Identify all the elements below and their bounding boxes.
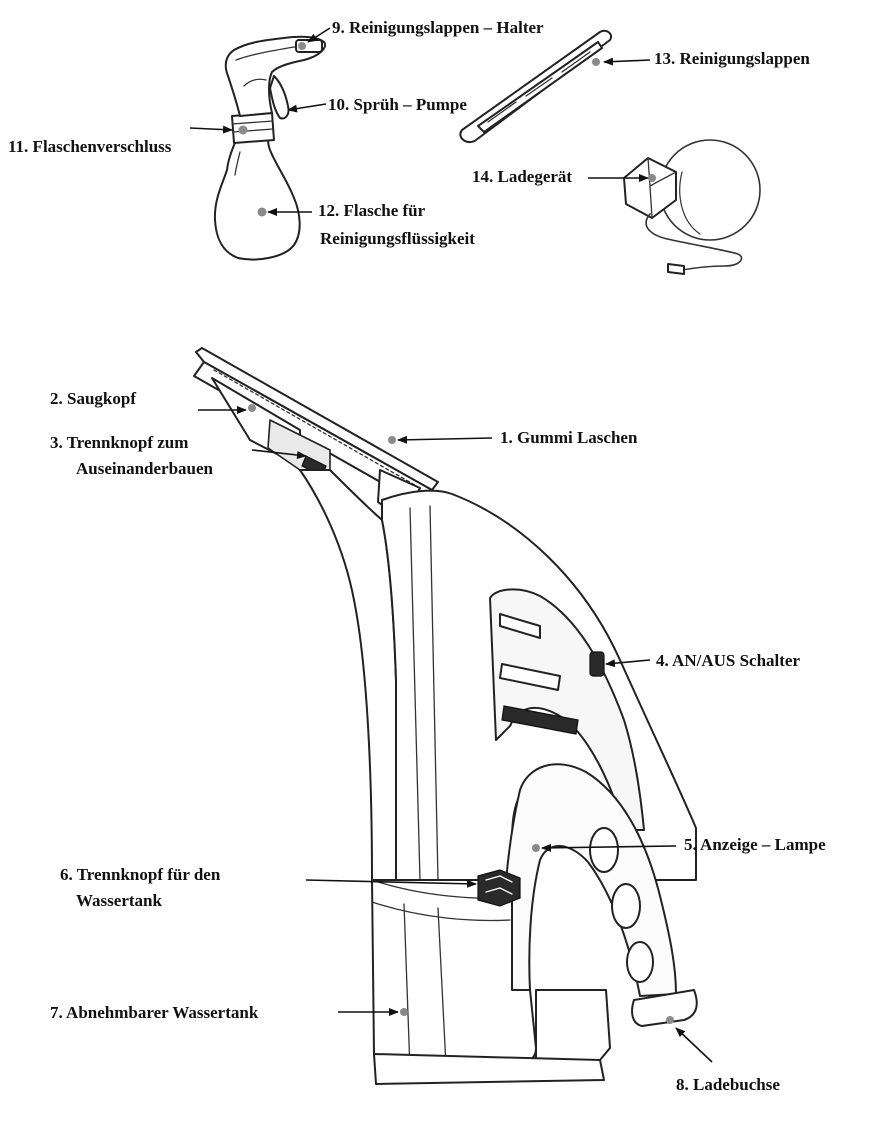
label-spray-pump: 10. Sprüh – Pumpe [328,95,467,114]
spray-bottle-illustration [213,35,326,261]
label-indicator-lamp: 5. Anzeige – Lampe [684,835,826,854]
label-suction-head: 2. Saugkopf [50,389,136,408]
cleaning-pad-illustration [459,29,612,144]
charger-illustration [623,139,761,275]
label-charging-socket: 8. Ladebuchse [676,1075,780,1094]
label-release-button-line2: Auseinanderbauen [76,459,214,478]
label-tank-release-button: 6. Trennknopf für den [60,865,221,884]
window-vacuum-illustration [193,347,698,1085]
label-cleaning-pad-holder: 9. Reinigungslappen – Halter [332,18,544,37]
label-rubber-blades: 1. Gummi Laschen [500,428,638,447]
label-release-button: 3. Trennknopf zum [50,433,188,452]
label-charger: 14. Ladegerät [472,167,572,186]
label-power-switch: 4. AN/AUS Schalter [656,651,800,670]
label-cleaning-pad: 13. Reinigungslappen [654,49,810,68]
label-tank-release-button-line2: Wassertank [76,891,163,910]
label-bottle: 12. Flasche für [318,201,426,220]
label-bottle-cap: 11. Flaschenverschluss [8,137,172,156]
callout-arrows [189,27,713,1063]
label-water-tank: 7. Abnehmbarer Wassertank [50,1003,259,1022]
label-bottle-line2: Reinigungsflüssigkeit [320,229,475,248]
